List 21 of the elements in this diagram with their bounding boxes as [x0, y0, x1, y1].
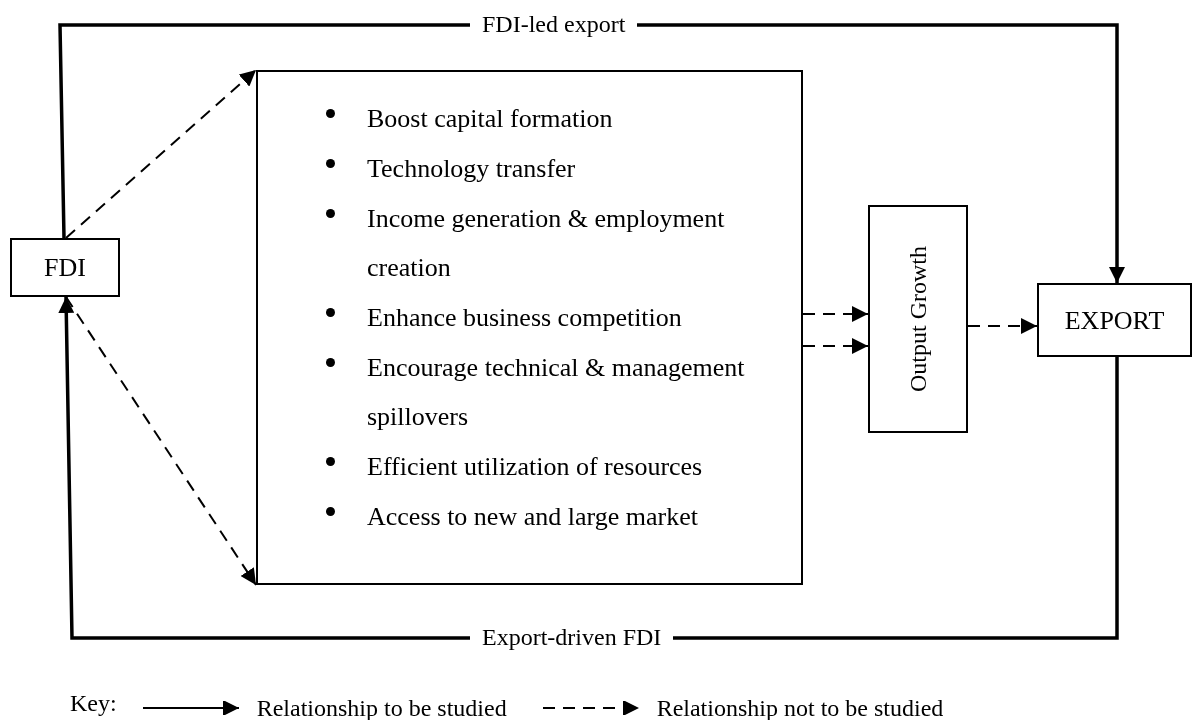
- process-box: [868, 205, 968, 433]
- node-label: EXPORT: [1064, 304, 1165, 337]
- factor-text: Boost capital formation: [367, 103, 613, 135]
- factor-text: Income generation & employment creation: [367, 203, 726, 284]
- factor-text: Efficient utilization of resources: [367, 451, 703, 483]
- factor-text: Technology transfer: [367, 153, 576, 185]
- process-box: [10, 238, 120, 297]
- arrow: [802, 306, 869, 322]
- factor-text: Access to new and large market: [367, 501, 698, 533]
- arrow: [58, 23, 1125, 283]
- arrow: [967, 318, 1038, 334]
- node-label: Output Growth: [904, 246, 932, 392]
- process-box: [1037, 283, 1192, 357]
- arrow: [802, 338, 869, 354]
- arrow: [65, 296, 257, 586]
- arrow: [65, 69, 257, 239]
- node-label: FDI: [44, 252, 86, 284]
- factor-text: Enhance business competition: [367, 302, 682, 334]
- factor-text: Encourage technical & management spillovers: [367, 352, 746, 433]
- key-label: Key:: [70, 689, 117, 718]
- factors-box: [256, 70, 803, 585]
